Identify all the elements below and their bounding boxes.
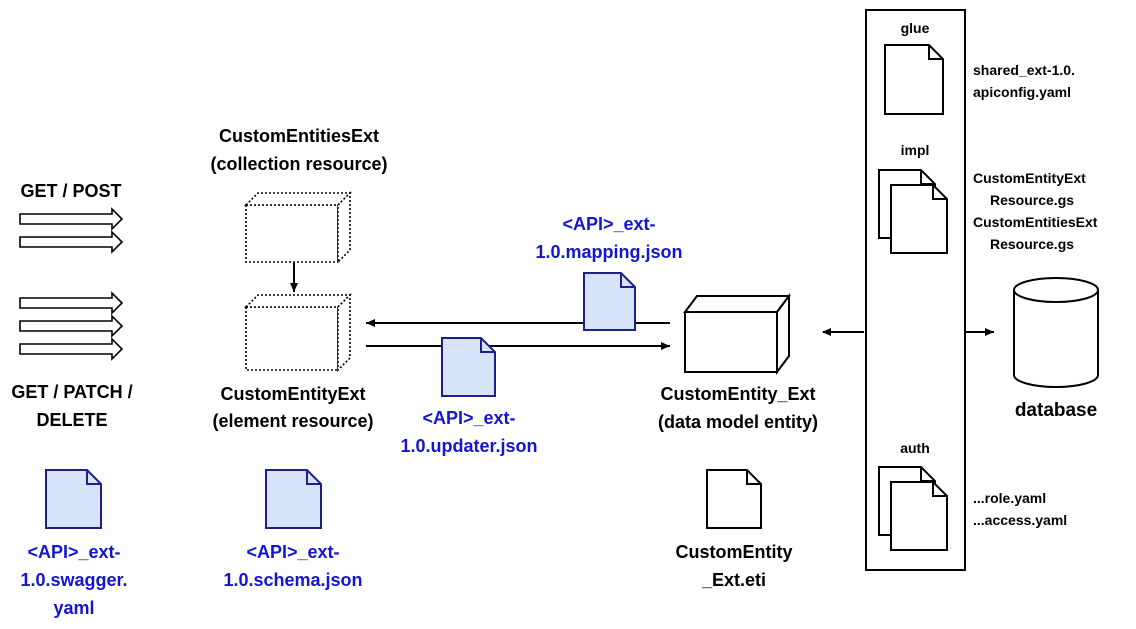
swagger-label-2: 1.0.swagger. <box>20 570 127 590</box>
mapping-label-2: 1.0.mapping.json <box>535 242 682 262</box>
impl-file2-label-1: CustomEntitiesExt <box>973 214 1098 230</box>
entity-subtitle: (data model entity) <box>658 412 818 432</box>
get-patch-delete-arrow-3 <box>19 337 124 361</box>
get-patch-delete-label-1: GET / PATCH / <box>11 382 132 402</box>
get-patch-delete-arrow-1 <box>19 291 124 315</box>
impl-folder-label: impl <box>901 142 930 158</box>
get-post-arrows <box>19 207 124 254</box>
element-resource-subtitle: (element resource) <box>212 411 373 431</box>
eti-label-2: _Ext.eti <box>701 570 766 590</box>
collection-resource-subtitle: (collection resource) <box>210 154 387 174</box>
schema-label-1: <API>_ext- <box>246 542 339 562</box>
swagger-label-3: yaml <box>53 598 94 618</box>
database-icon <box>1013 277 1099 388</box>
swagger-document-icon <box>45 469 102 529</box>
glue-document-icon <box>884 44 944 115</box>
auth-file2-label: ...access.yaml <box>973 512 1067 528</box>
schema-document-icon <box>265 469 322 529</box>
auth-document-stack-icon <box>878 466 948 551</box>
collection-resource-cube <box>244 191 352 264</box>
impl-document-stack-icon <box>878 169 948 254</box>
glue-file-label-1: shared_ext-1.0. <box>973 62 1075 78</box>
get-post-arrow-1 <box>19 207 124 231</box>
get-patch-delete-arrow-2 <box>19 314 124 338</box>
impl-file1-label-1: CustomEntityExt <box>973 170 1086 186</box>
auth-file1-label: ...role.yaml <box>973 490 1046 506</box>
updater-label-1: <API>_ext- <box>422 408 515 428</box>
glue-folder-label: glue <box>901 20 930 36</box>
entity-title: CustomEntity_Ext <box>660 384 815 404</box>
collection-resource-title: CustomEntitiesExt <box>219 126 379 146</box>
mapping-label-1: <API>_ext- <box>562 214 655 234</box>
updater-document-icon <box>441 337 496 397</box>
get-patch-delete-label-2: DELETE <box>36 410 107 430</box>
swagger-label-1: <API>_ext- <box>27 542 120 562</box>
element-resource-cube <box>244 293 352 372</box>
schema-label-2: 1.0.schema.json <box>223 570 362 590</box>
auth-folder-label: auth <box>900 440 930 456</box>
eti-label-1: CustomEntity <box>676 542 793 562</box>
updater-label-2: 1.0.updater.json <box>400 436 537 456</box>
database-label: database <box>1015 400 1097 421</box>
get-post-label: GET / POST <box>20 181 121 201</box>
get-patch-delete-arrows <box>19 291 124 361</box>
glue-file-label-2: apiconfig.yaml <box>973 84 1071 100</box>
get-post-arrow-2 <box>19 230 124 254</box>
element-resource-title: CustomEntityExt <box>220 384 365 404</box>
mapping-document-icon <box>583 272 636 331</box>
impl-file2-label-2: Resource.gs <box>990 236 1074 252</box>
data-model-entity-cube <box>683 293 791 375</box>
eti-document-icon <box>706 469 762 529</box>
impl-file1-label-2: Resource.gs <box>990 192 1074 208</box>
